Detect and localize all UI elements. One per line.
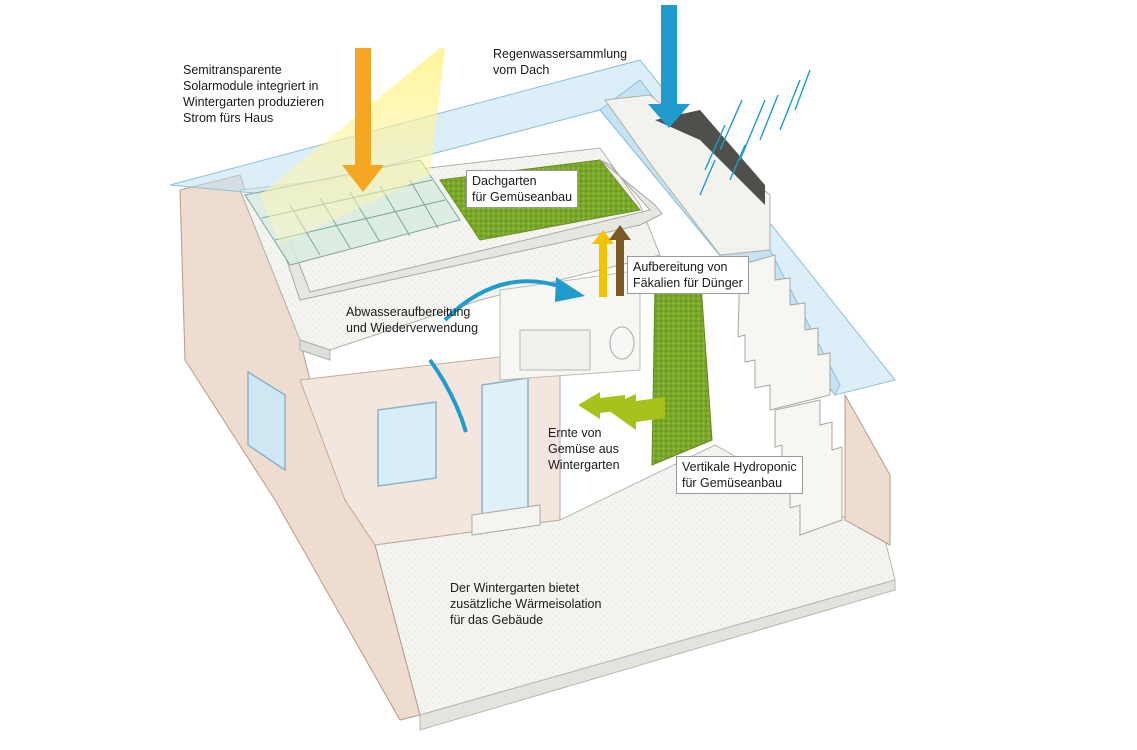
sun-beam — [260, 48, 445, 245]
rain-lines — [699, 69, 811, 196]
door-step — [471, 504, 541, 536]
label-roof-garden: Dachgarten für Gemüseanbau — [466, 170, 579, 208]
stairs — [737, 254, 831, 411]
floor-edge — [419, 579, 896, 731]
lower-stairs — [774, 399, 843, 536]
label-harvest: Ernte von Gemüse aus Wintergarten — [548, 426, 620, 472]
toilet — [609, 326, 635, 360]
wastewater-arrow-top — [443, 279, 566, 322]
sun-arrow — [342, 48, 384, 192]
label-insulation: Der Wintergarten bietet zusätzliche Wärm… — [450, 581, 602, 627]
label-feces: Aufbereitung von Fäkalien für Dünger — [627, 256, 749, 294]
label-wastewater: Abwasseraufbereitung und Wiederverwendun… — [346, 305, 479, 335]
hydroponic-arrow — [578, 392, 625, 419]
right-side-wall — [844, 393, 891, 546]
label-rain: Regenwassersammlung vom Dach — [493, 47, 628, 77]
label-hydroponic: Vertikale Hydroponic für Gemüseanbau — [676, 456, 803, 494]
hydroponic-wall — [651, 269, 713, 466]
rain-arrow — [648, 5, 690, 128]
roof-edge — [299, 339, 331, 361]
kitchen-counter — [519, 329, 591, 371]
wastewater-arrow-bottom — [428, 358, 468, 433]
roof-garden-rim — [279, 159, 663, 301]
front-door — [481, 377, 529, 519]
rain-collector-wall — [604, 94, 771, 256]
left-window — [247, 370, 286, 472]
wastewater-arrowhead — [555, 277, 585, 302]
nutrient-arrows — [592, 225, 631, 297]
front-window — [377, 401, 437, 487]
label-solar: Semitransparente Solarmodule integriert … — [183, 63, 325, 125]
